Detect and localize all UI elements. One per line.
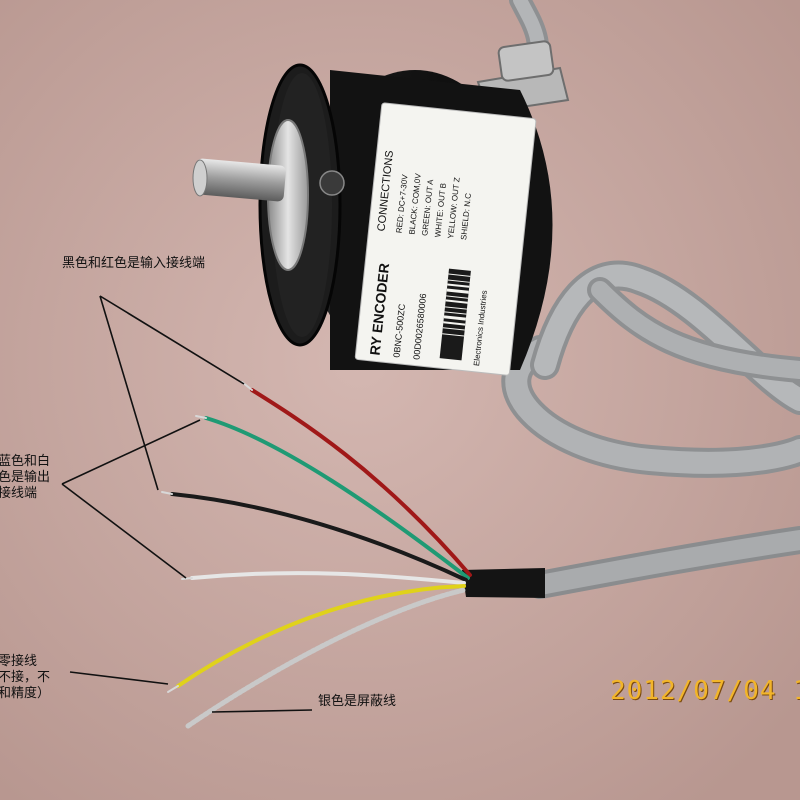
barcode-gap	[442, 327, 465, 331]
encoder-shaft	[192, 158, 286, 202]
green-wire-tip	[195, 415, 207, 419]
barcode-gap	[444, 306, 467, 310]
annotation-lines	[61, 295, 313, 713]
heat-shrink-sleeve	[462, 568, 545, 598]
annotation-zero-line2: 不接，不	[0, 670, 51, 685]
annotation-output-line2: 色是输出	[0, 470, 51, 485]
black-wire-tip	[161, 491, 173, 495]
annotation-zero-line3: 和精度）	[0, 686, 51, 701]
date-stamp: 2012/07/04 1	[610, 676, 800, 706]
red-wire	[250, 388, 472, 577]
yellow-wire-tip	[167, 685, 179, 693]
annotation-output-line1: 蓝色和白	[0, 454, 51, 469]
black-wire	[170, 492, 468, 582]
white-wire-tip	[181, 577, 193, 580]
pointer-input-to-red	[99, 295, 245, 385]
annotation-shield-wire: 银色是屏蔽线	[318, 694, 397, 709]
barcode-gap	[442, 333, 465, 337]
pointer-shield	[211, 709, 313, 713]
annotation-input-wires: 黑色和红色是输入接线端	[62, 256, 206, 271]
barcode-lines	[442, 273, 471, 337]
pointer-zero-to-yellow	[69, 671, 169, 685]
yellow-wire	[176, 584, 466, 688]
barcode-gap	[446, 288, 469, 294]
grey-cable	[501, 0, 800, 599]
annotation-zero-line1: 零接线	[0, 654, 38, 669]
barcode-gap	[447, 279, 470, 283]
annotation-output-line3: 接线端	[0, 486, 38, 501]
pointer-output-to-green	[61, 419, 201, 485]
wires	[161, 381, 472, 729]
screw-head	[319, 170, 345, 196]
barcode-gap	[443, 321, 466, 326]
green-wire	[204, 416, 470, 580]
pointer-output-to-white	[61, 483, 187, 579]
barcode-gap	[447, 283, 470, 288]
white-wire	[190, 571, 466, 585]
barcode-gap	[444, 311, 467, 315]
barcode-gap	[446, 295, 469, 299]
barcode-gap	[445, 299, 468, 304]
shield-wire	[185, 587, 467, 729]
product-label	[354, 102, 537, 376]
barcode-gap	[448, 273, 471, 277]
barcode-gap	[443, 315, 467, 321]
pointer-input-to-black	[99, 295, 159, 491]
